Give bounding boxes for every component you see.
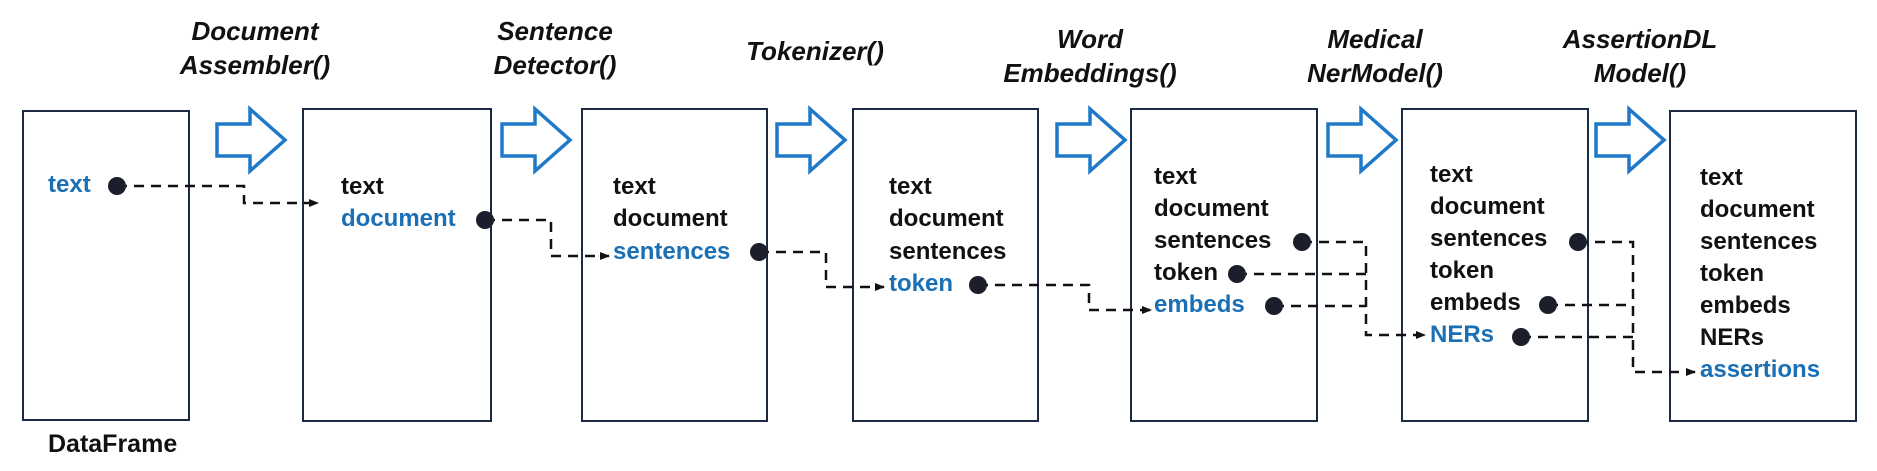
output-dot-ners: [1512, 328, 1530, 346]
item-token: token: [1700, 260, 1765, 287]
item-document: document: [613, 205, 728, 232]
item-token: token: [1154, 259, 1219, 286]
stage-arrow-2: [500, 105, 573, 175]
output-dot-token: [1228, 265, 1246, 283]
stage-title-tokenizer: Tokenizer(): [746, 36, 884, 66]
output-dot-sentences: [1569, 233, 1587, 251]
box-assertion-dl-model: [1669, 110, 1857, 422]
item-text: text: [613, 173, 656, 200]
item-sentences: sentences: [1700, 228, 1818, 255]
item-text: text: [48, 171, 91, 198]
item-document: document: [1700, 196, 1815, 223]
item-document: document: [889, 205, 1004, 232]
stage-arrow-1: [215, 105, 288, 175]
stage-arrow-3: [775, 105, 848, 175]
connector-document-to-sentences: [485, 218, 610, 260]
connector-sentences-to-assertions: [1578, 240, 1696, 376]
box-tokenizer: [852, 108, 1039, 422]
item-sentences: sentences: [613, 238, 731, 265]
connector-text-to-document: [117, 184, 319, 207]
dataframe-label: DataFrame: [48, 430, 178, 458]
item-sentences: sentences: [1154, 227, 1272, 254]
item-document: document: [341, 205, 456, 232]
output-dot-embeds: [1539, 296, 1557, 314]
item-document: document: [1430, 193, 1545, 220]
output-dot-embeds: [1265, 297, 1283, 315]
item-sentences: sentences: [889, 238, 1007, 265]
output-dot-token: [969, 276, 987, 294]
item-embeds: embeds: [1154, 291, 1245, 318]
item-document: document: [1154, 195, 1269, 222]
output-dot-sentences: [750, 243, 768, 261]
output-dot-document: [476, 211, 494, 229]
item-sentences: sentences: [1430, 225, 1548, 252]
item-embeds: embeds: [1430, 289, 1521, 316]
item-text: text: [341, 173, 384, 200]
stage-arrow-6: [1594, 105, 1667, 175]
connector-sentences-to-ners: [1302, 240, 1426, 339]
output-dot-text: [108, 177, 126, 195]
connector-token-to-embeds: [978, 283, 1152, 314]
item-assertions: assertions: [1700, 356, 1821, 383]
box-sentence-detector: [581, 108, 768, 422]
item-text: text: [889, 173, 932, 200]
box-document-assembler: [302, 108, 492, 422]
stage-arrow-5: [1326, 105, 1399, 175]
box-word-embeddings: [1130, 108, 1318, 422]
box-medical-ner-model: [1401, 108, 1589, 422]
item-text: text: [1430, 161, 1473, 188]
box-dataframe: [22, 110, 190, 421]
item-ners: NERs: [1700, 324, 1765, 351]
item-embeds: embeds: [1700, 292, 1791, 319]
item-token: token: [889, 270, 954, 297]
stage-arrow-4: [1055, 105, 1128, 175]
connector-sentences-to-token: [759, 250, 885, 291]
item-text: text: [1154, 163, 1197, 190]
output-dot-sentences: [1293, 233, 1311, 251]
item-token: token: [1430, 257, 1495, 284]
item-ners: NERs: [1430, 321, 1495, 348]
item-text: text: [1700, 164, 1743, 191]
